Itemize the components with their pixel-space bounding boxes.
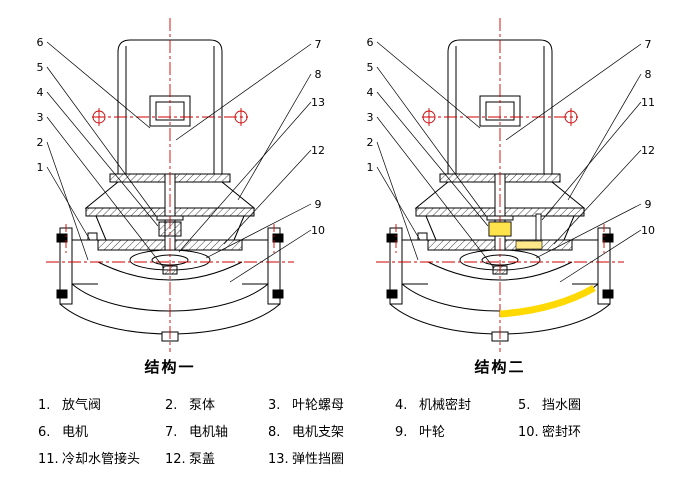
- callout-number: 7: [315, 38, 322, 51]
- legend-item: 3.叶轮螺母: [268, 398, 345, 413]
- legend-item: 1.放气阀: [38, 398, 102, 413]
- caption-structure-1: 结构一: [144, 358, 195, 376]
- legend-item: 7.电机轴: [165, 425, 229, 440]
- legend-row-1: 1.放气阀 2.泵体 3.叶轮螺母 4.机械密封 5.挡水圈: [38, 394, 658, 413]
- callouts-structure-2: 6 5 4 3 2 1 7 8 11 12 9 10: [367, 36, 655, 283]
- callout-number: 6: [367, 36, 374, 49]
- leader-lines-2: [376, 41, 642, 283]
- legend-item: 8.电机支架: [268, 425, 345, 440]
- structure-2-drawing: [375, 17, 625, 353]
- legend-row-3: 11.冷却水管接头 12.泵盖 13.弹性挡圈: [38, 448, 658, 467]
- callout-number: 1: [367, 161, 374, 174]
- callout-number: 5: [367, 61, 374, 74]
- callouts-structure-1: 6 5 4 3 2 1 7 8 13 12 9 10: [37, 36, 325, 283]
- legend-item: 12.泵盖: [165, 452, 216, 467]
- legend-item: 2.泵体: [165, 398, 216, 413]
- legend-row-2: 6.电机 7.电机轴 8.电机支架 9.叶轮 10.密封环: [38, 421, 658, 440]
- legend-item: 4.机械密封: [395, 398, 472, 413]
- legend-item: 6.电机: [38, 425, 89, 440]
- seal-highlight: [488, 221, 512, 237]
- callout-number: 5: [37, 61, 44, 74]
- callout-number: 3: [37, 111, 44, 124]
- callout-number: 8: [645, 68, 652, 81]
- callout-number: 3: [367, 111, 374, 124]
- callout-number: 7: [645, 38, 652, 51]
- pump-diagrams-canvas: 6 5 4 3 2 1 7 8 13 12 9 10: [37, 17, 655, 376]
- callout-number: 8: [315, 68, 322, 81]
- callout-number: 9: [315, 198, 322, 211]
- callout-number: 6: [37, 36, 44, 49]
- legend-item: 11.冷却水管接头: [38, 452, 141, 467]
- callout-number: 4: [367, 86, 374, 99]
- callout-number: 1: [37, 161, 44, 174]
- legend-item: 10.密封环: [518, 425, 582, 440]
- legend-item: 5.挡水圈: [518, 398, 582, 413]
- callout-number: 13: [311, 96, 325, 109]
- callout-number: 10: [311, 224, 325, 237]
- cover-highlight: [515, 240, 543, 250]
- legend-item: 13.弹性挡圈: [268, 452, 345, 467]
- callout-number: 12: [311, 144, 325, 157]
- callout-number: 12: [641, 144, 655, 157]
- callout-number: 11: [641, 96, 655, 109]
- structure-1-drawing: [45, 17, 295, 353]
- callout-number: 9: [645, 198, 652, 211]
- callout-number: 4: [37, 86, 44, 99]
- legend-item: 9.叶轮: [395, 425, 446, 440]
- callout-number: 10: [641, 224, 655, 237]
- caption-structure-2: 结构二: [474, 358, 525, 376]
- callout-number: 2: [37, 136, 44, 149]
- bowl-highlight: [499, 284, 596, 318]
- parts-legend: 1.放气阀 2.泵体 3.叶轮螺母 4.机械密封 5.挡水圈 6.电机 7.电机…: [38, 394, 658, 475]
- cooling-pipe: [535, 213, 542, 241]
- callout-number: 2: [367, 136, 374, 149]
- leader-lines-1: [46, 41, 312, 283]
